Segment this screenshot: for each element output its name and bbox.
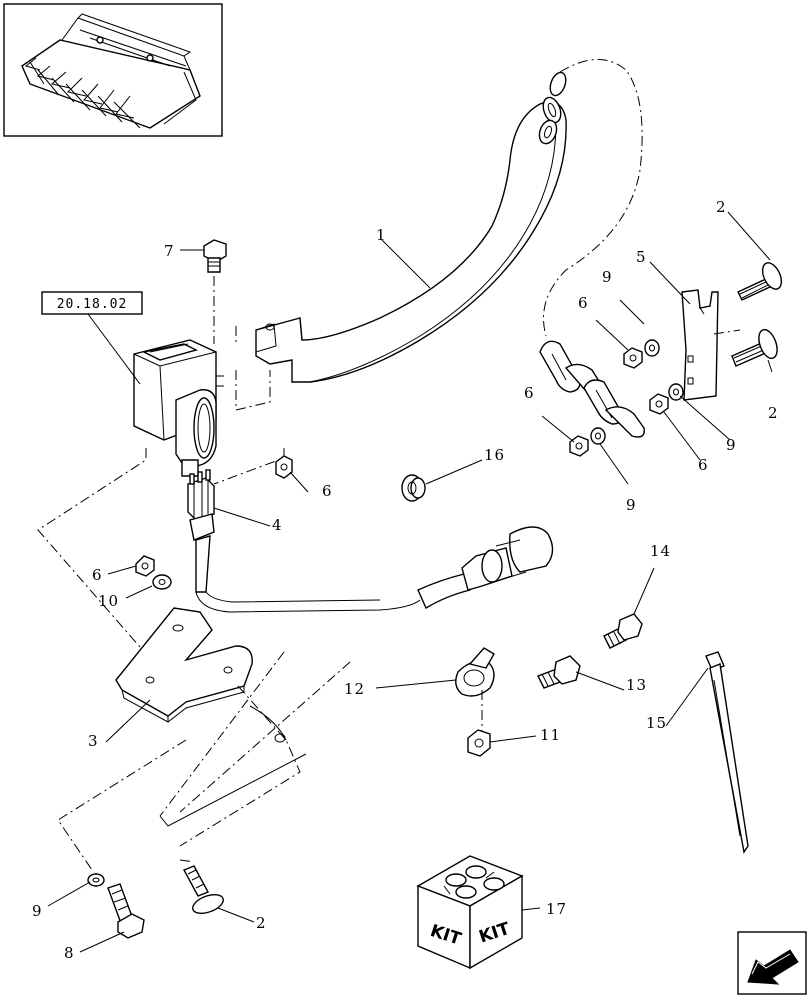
callout-9-c: 9 bbox=[626, 496, 637, 514]
snout-sheet bbox=[159, 651, 351, 847]
bracket-arm bbox=[255, 101, 567, 383]
nut-washer-set-lower bbox=[649, 383, 684, 415]
cable-tie bbox=[705, 651, 749, 854]
callout-1: 1 bbox=[376, 226, 387, 244]
hardware-kit-box: KIT KIT bbox=[416, 855, 524, 970]
callout-13: 13 bbox=[626, 676, 647, 694]
nut-washer-set-chain bbox=[569, 427, 606, 457]
hex-screw-13 bbox=[537, 655, 581, 689]
callout-9-d: 9 bbox=[32, 902, 43, 920]
washer-10 bbox=[152, 574, 172, 590]
cable-clip bbox=[455, 647, 495, 697]
reference-box-label: 20.18.02 bbox=[57, 297, 128, 312]
leader-lines bbox=[47, 211, 773, 953]
hex-screw-14 bbox=[603, 613, 643, 649]
wiring-plug bbox=[461, 526, 554, 591]
callout-9-a: 9 bbox=[602, 268, 613, 286]
callout-6-b: 6 bbox=[524, 384, 535, 402]
callout-15: 15 bbox=[646, 714, 667, 732]
sensor-bracket bbox=[115, 607, 253, 723]
callout-5: 5 bbox=[636, 248, 647, 266]
hex-bolt-top bbox=[203, 239, 227, 273]
callout-2-upper: 2 bbox=[716, 198, 727, 216]
callout-7: 7 bbox=[164, 242, 175, 260]
mounting-plate bbox=[681, 289, 719, 401]
callout-11: 11 bbox=[540, 726, 561, 744]
callout-3: 3 bbox=[88, 732, 99, 750]
carriage-bolt-mid bbox=[731, 328, 778, 367]
previous-page-arrow-icon bbox=[747, 949, 799, 985]
hex-nut-6-left bbox=[135, 555, 155, 577]
callout-numbers: 1 2 2 2 3 4 5 6 6 6 6 6 7 8 9 9 9 9 10 1… bbox=[32, 198, 779, 962]
hex-nut-11 bbox=[467, 729, 491, 757]
callout-6-e: 6 bbox=[92, 566, 103, 584]
chain-lower bbox=[539, 340, 645, 438]
callout-6-d: 6 bbox=[322, 482, 333, 500]
callout-17: 17 bbox=[546, 900, 567, 918]
grommet bbox=[401, 474, 426, 502]
callout-12: 12 bbox=[344, 680, 365, 698]
callout-14: 14 bbox=[650, 542, 671, 560]
carriage-bolt-lower bbox=[183, 865, 224, 914]
callout-6-c: 6 bbox=[698, 456, 709, 474]
previous-page-button[interactable] bbox=[737, 931, 807, 995]
hex-nut-6-upper bbox=[275, 455, 293, 479]
callout-2-right: 2 bbox=[768, 404, 779, 422]
carriage-bolt-upper bbox=[737, 262, 783, 301]
sensor-housing bbox=[133, 339, 224, 477]
callout-10: 10 bbox=[98, 592, 119, 610]
callout-8: 8 bbox=[64, 944, 75, 962]
callout-16: 16 bbox=[484, 446, 505, 464]
chain-top bbox=[538, 71, 567, 145]
callout-2-lower: 2 bbox=[256, 914, 267, 932]
nut-washer-set-upper bbox=[623, 339, 660, 369]
callout-6-a: 6 bbox=[578, 294, 589, 312]
callout-4: 4 bbox=[272, 516, 283, 534]
corn-header-thumbnail-icon bbox=[3, 3, 223, 137]
callout-9-b: 9 bbox=[726, 436, 737, 454]
hex-bolt-8 bbox=[87, 873, 145, 939]
reference-box[interactable]: 20.18.02 bbox=[41, 291, 143, 315]
wiring-connector bbox=[187, 469, 215, 593]
